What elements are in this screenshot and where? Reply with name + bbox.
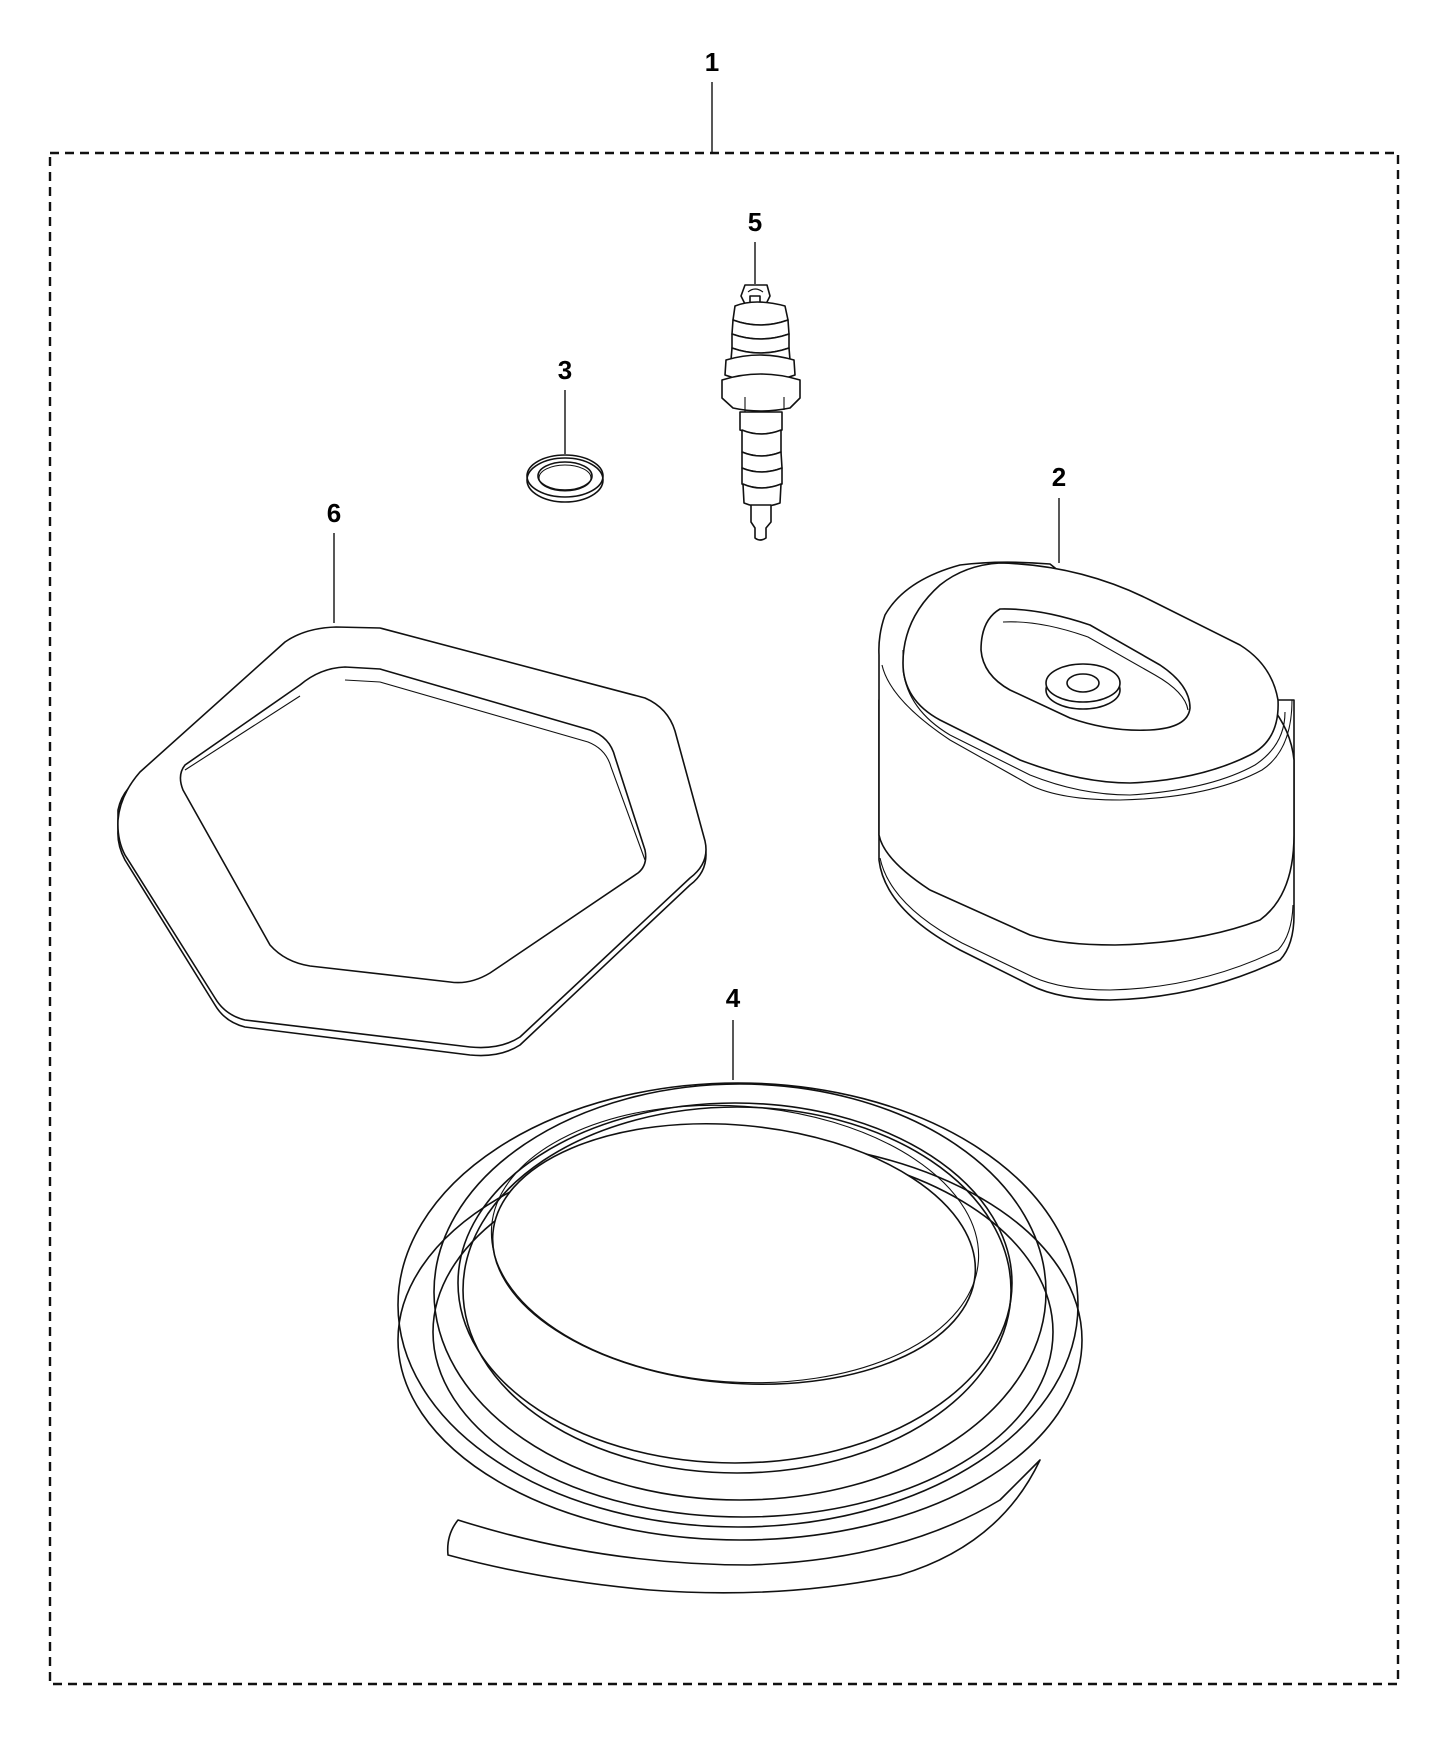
callout-3: 3 bbox=[557, 355, 573, 385]
callout-6: 6 bbox=[326, 498, 342, 528]
air-filter-part bbox=[878, 561, 1295, 1001]
callout-1: 1 bbox=[704, 47, 720, 77]
hose-coil-part bbox=[397, 1082, 1083, 1594]
callout-4: 4 bbox=[725, 983, 741, 1013]
callout-5: 5 bbox=[747, 207, 763, 237]
washer-part bbox=[526, 454, 604, 503]
callout-2: 2 bbox=[1051, 462, 1067, 492]
gasket-part bbox=[117, 626, 707, 1057]
spark-plug-part bbox=[721, 284, 801, 541]
